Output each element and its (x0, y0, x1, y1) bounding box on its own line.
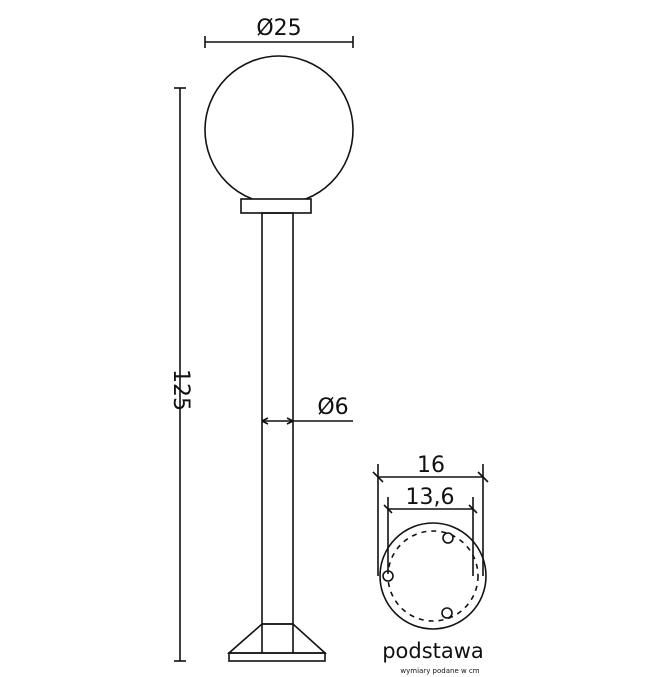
dim-pole (261, 417, 353, 425)
units-note: wymiary podane w cm (400, 667, 479, 675)
pole-diameter-label: Ø6 (317, 395, 348, 420)
globe-diameter-label: Ø25 (256, 16, 301, 41)
mount-hole (442, 532, 454, 544)
dim-globe (204, 36, 354, 48)
base-outer-label: 16 (417, 453, 445, 478)
base-outline (379, 522, 487, 630)
mount-hole (441, 607, 453, 619)
base-view (372, 464, 489, 630)
height-label: 125 (168, 369, 193, 411)
dim-height (174, 87, 186, 662)
lamp (204, 55, 354, 662)
base-label: podstawa (382, 639, 484, 663)
base-plate (228, 652, 326, 662)
base-holes-label: 13,6 (406, 485, 455, 510)
